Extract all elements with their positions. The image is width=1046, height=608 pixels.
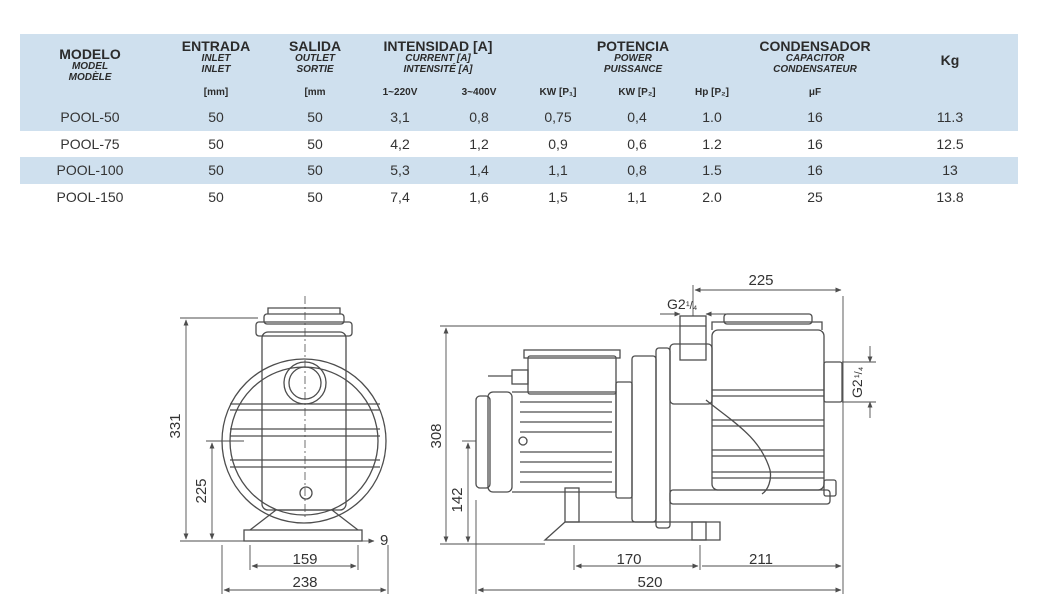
cell-kg: 12.5 (936, 135, 964, 152)
header-intensidad: INTENSIDAD [A] CURRENT [A] INTENSITÉ [A] (383, 38, 493, 75)
dim-port-top-label: G2 (667, 296, 686, 312)
dim-front-height-total: 331 (167, 413, 184, 438)
cell-outlet: 50 (307, 188, 323, 205)
cell-a220: 3,1 (390, 109, 410, 125)
header-potencia: POTENCIA POWER PUISSANCE (596, 38, 670, 75)
cell-outlet: 50 (307, 135, 323, 152)
pump-side-view (475, 313, 843, 541)
unit-hp: Hp [P₂] (695, 87, 729, 98)
cell-a400: 1,2 (469, 135, 489, 152)
unit-entrada: [mm] (203, 87, 229, 98)
header-salida: SALIDA OUTLET SORTIE (288, 38, 342, 75)
cell-uf: 16 (807, 109, 823, 125)
cell-kg: 13.8 (936, 188, 964, 205)
cell-kw2: 0,6 (627, 135, 647, 152)
cell-uf: 25 (807, 188, 823, 205)
pump-front-view (221, 296, 387, 542)
table-header: MODELO MODEL MODÈLE ENTRADA INLET INLET … (20, 34, 1018, 104)
dim-front-base-inner: 159 (292, 551, 317, 568)
cell-a400: 0,8 (469, 109, 489, 125)
cell-kg: 11.3 (936, 109, 964, 125)
cell-kw1: 0,75 (544, 109, 572, 125)
dim-front-foot: 9 (380, 532, 388, 549)
cell-kw1: 0,9 (548, 135, 568, 152)
dim-side-length-right: 211 (749, 551, 773, 568)
unit-salida: [mm (304, 87, 326, 98)
cell-inlet: 50 (208, 188, 224, 205)
table-row: POOL-75 50 50 4,2 1,2 0,9 0,6 1.2 16 12.5 (20, 131, 1018, 158)
header-condensador: CONDENSADOR CAPACITOR CONDENSATEUR (759, 38, 871, 75)
dim-side-length-mid: 170 (616, 551, 641, 568)
cell-a220: 4,2 (390, 135, 410, 152)
cell-model: POOL-75 (60, 135, 120, 152)
cell-hp: 1.2 (702, 135, 722, 152)
dim-front-height-axis: 225 (193, 478, 210, 503)
dim-side-top: 225 (748, 272, 773, 289)
cell-hp: 1.5 (702, 162, 722, 178)
spec-table: MODELO MODEL MODÈLE ENTRADA INLET INLET … (20, 34, 1018, 210)
cell-a220: 7,4 (390, 188, 410, 205)
unit-220v: 1~220V (382, 87, 418, 98)
table-row: POOL-100 50 50 5,3 1,4 1,1 0,8 1.5 16 13 (20, 157, 1018, 184)
cell-a400: 1,6 (469, 188, 489, 205)
dim-port-top-fraction: ¹/₄ (686, 300, 698, 312)
cell-model: POOL-150 (56, 188, 124, 205)
dim-side-height-base: 142 (449, 487, 466, 512)
cell-kw2: 0,4 (627, 109, 647, 125)
cell-inlet: 50 (208, 135, 224, 152)
table-row: POOL-50 50 50 3,1 0,8 0,75 0,4 1.0 16 11.3 (20, 104, 1018, 131)
header-modelo: MODELO MODEL MODÈLE (59, 46, 121, 83)
cell-outlet: 50 (307, 162, 323, 178)
cell-kw2: 0,8 (627, 162, 647, 178)
cell-hp: 1.0 (702, 109, 722, 125)
unit-kw1: KW [P₁] (539, 87, 577, 98)
cell-a220: 5,3 (390, 162, 410, 178)
cell-uf: 16 (807, 135, 823, 152)
dim-port-side-fraction: ¹/₄ (853, 366, 865, 378)
unit-uf: μF (808, 87, 822, 98)
cell-inlet: 50 (208, 109, 224, 125)
front-dimensions (180, 317, 389, 594)
unit-kw2: KW [P₂] (618, 87, 656, 98)
cell-model: POOL-50 (60, 109, 120, 125)
dim-side-length-total: 520 (637, 574, 662, 591)
dim-front-base-outer: 238 (292, 574, 317, 591)
table-row: POOL-150 50 50 7,4 1,6 1,5 1,1 2.0 25 13.8 (20, 184, 1018, 211)
cell-kw1: 1,5 (548, 188, 568, 205)
side-dimensions (440, 285, 876, 594)
header-entrada: ENTRADA INLET INLET (181, 38, 251, 75)
cell-inlet: 50 (208, 162, 224, 178)
cell-kw2: 1,1 (627, 188, 647, 205)
unit-400v: 3~400V (461, 87, 497, 98)
cell-model: POOL-100 (56, 162, 124, 178)
cell-hp: 2.0 (702, 188, 722, 205)
cell-uf: 16 (807, 162, 823, 178)
cell-a400: 1,4 (469, 162, 489, 178)
cell-outlet: 50 (307, 109, 323, 125)
header-kg: Kg (940, 52, 960, 68)
cell-kw1: 1,1 (548, 162, 568, 178)
dim-port-side-label: G2 (849, 379, 865, 398)
cell-kg: 13 (942, 162, 958, 178)
dim-side-height-total: 308 (428, 423, 445, 448)
